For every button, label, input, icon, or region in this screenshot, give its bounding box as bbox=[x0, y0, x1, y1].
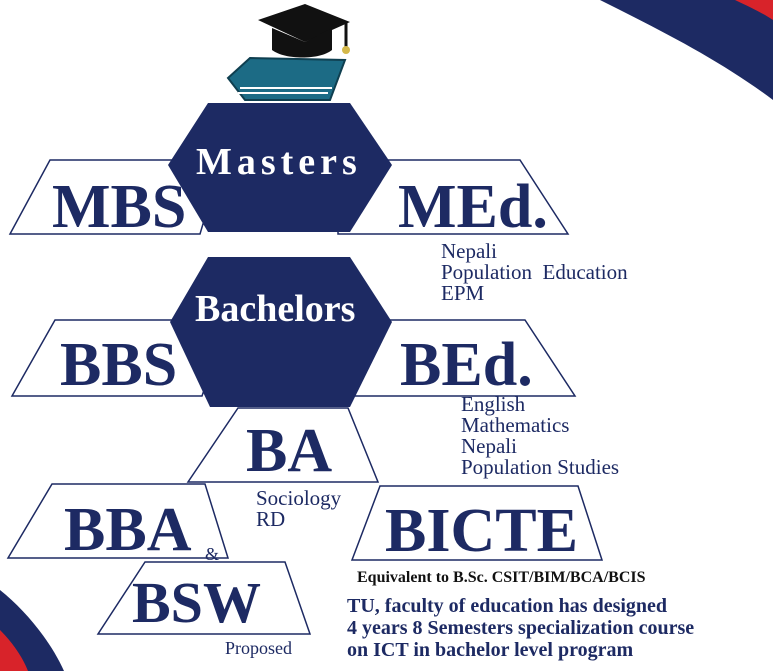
corner-swoosh-top-right-red bbox=[735, 0, 773, 20]
graduation-cap-icon bbox=[226, 4, 350, 101]
masters-hexagon bbox=[168, 103, 392, 232]
description-line: on ICT in bachelor level program bbox=[347, 639, 634, 661]
bsw-label: BSW bbox=[132, 570, 261, 635]
bicte-box bbox=[350, 485, 604, 561]
bed-subject: English bbox=[461, 392, 526, 416]
ba-subject: Sociology bbox=[256, 486, 342, 510]
masters-title: Masters bbox=[196, 141, 362, 183]
med-subjects: Nepali Population Education EPM bbox=[441, 241, 628, 304]
mbs-label: MBS bbox=[52, 173, 187, 241]
bed-label: BEd. bbox=[400, 331, 533, 399]
bachelors-title: Bachelors bbox=[195, 288, 356, 330]
bed-subject: Population Studies bbox=[461, 455, 620, 479]
equivalent-note: Equivalent to B.Sc. CSIT/BIM/BCA/BCIS bbox=[357, 569, 646, 586]
ba-box bbox=[186, 407, 380, 483]
bicte-description: TU, faculty of education has designed 4 … bbox=[347, 595, 694, 661]
bbs-box bbox=[10, 319, 230, 397]
description-line: 4 years 8 Semesters specialization cours… bbox=[347, 617, 695, 639]
bba-box bbox=[6, 483, 230, 559]
book-icon bbox=[226, 56, 347, 101]
bba-label: BBA bbox=[64, 496, 192, 564]
bbs-label: BBS bbox=[60, 331, 178, 399]
med-subject: Population Education bbox=[441, 260, 628, 284]
ba-label: BA bbox=[246, 417, 333, 485]
med-label: MEd. bbox=[398, 173, 548, 241]
ba-subject: RD bbox=[256, 507, 286, 531]
mbs-box bbox=[8, 159, 224, 235]
med-subject: Nepali bbox=[441, 239, 497, 263]
bed-subjects: English Mathematics Nepali Population St… bbox=[461, 394, 619, 478]
med-subject: EPM bbox=[441, 281, 485, 305]
bachelors-hexagon bbox=[170, 257, 392, 407]
bicte-label: BICTE bbox=[385, 497, 578, 565]
description-line: TU, faculty of education has designed bbox=[347, 595, 668, 617]
proposed-label: Proposed bbox=[225, 638, 292, 658]
bed-subject: Mathematics bbox=[461, 413, 570, 437]
corner-swoosh-top-right bbox=[600, 0, 773, 100]
bed-subject: Nepali bbox=[461, 434, 517, 458]
bsw-box bbox=[96, 561, 312, 635]
ampersand: & bbox=[205, 544, 220, 564]
ba-subjects: Sociology RD bbox=[256, 488, 341, 530]
corner-swoosh-bottom-left-red bbox=[0, 630, 28, 671]
